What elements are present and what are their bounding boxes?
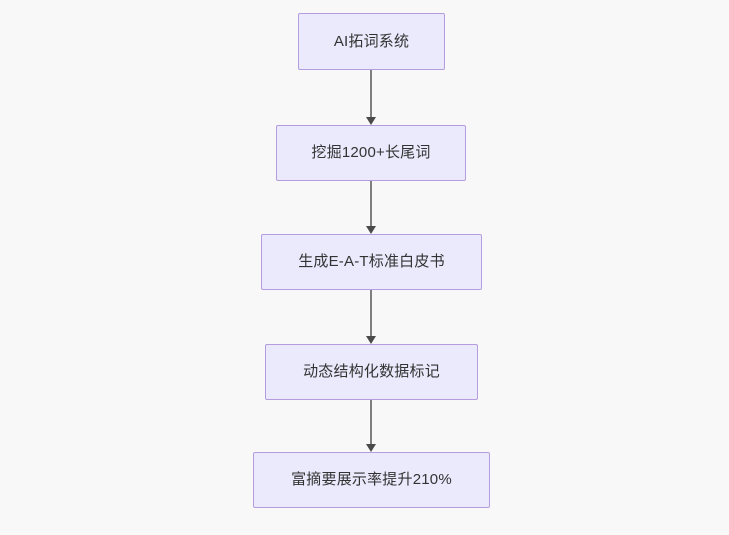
flow-node-2[interactable]: 挖掘1200+长尾词 — [276, 125, 466, 181]
flow-node-label: 富摘要展示率提升210% — [291, 471, 452, 488]
flow-node-3[interactable]: 生成E-A-T标准白皮书 — [261, 234, 482, 290]
connector-line — [369, 290, 373, 336]
arrowhead-icon — [365, 116, 376, 125]
flow-node-label: AI拓词系统 — [333, 32, 410, 50]
connector-line — [369, 70, 373, 117]
flow-node-1[interactable]: AI拓词系统 — [298, 13, 445, 70]
flow-node-label: 挖掘1200+长尾词 — [311, 144, 431, 161]
flow-node-4[interactable]: 动态结构化数据标记 — [265, 344, 478, 400]
arrowhead-icon — [365, 443, 376, 452]
arrowhead-icon — [365, 335, 376, 344]
connector-line — [369, 400, 373, 444]
flow-node-5[interactable]: 富摘要展示率提升210% — [253, 452, 490, 508]
arrowhead-icon — [365, 225, 376, 234]
connector-line — [369, 181, 373, 226]
flow-node-label: 生成E-A-T标准白皮书 — [298, 253, 445, 270]
flow-node-label: 动态结构化数据标记 — [303, 363, 440, 380]
